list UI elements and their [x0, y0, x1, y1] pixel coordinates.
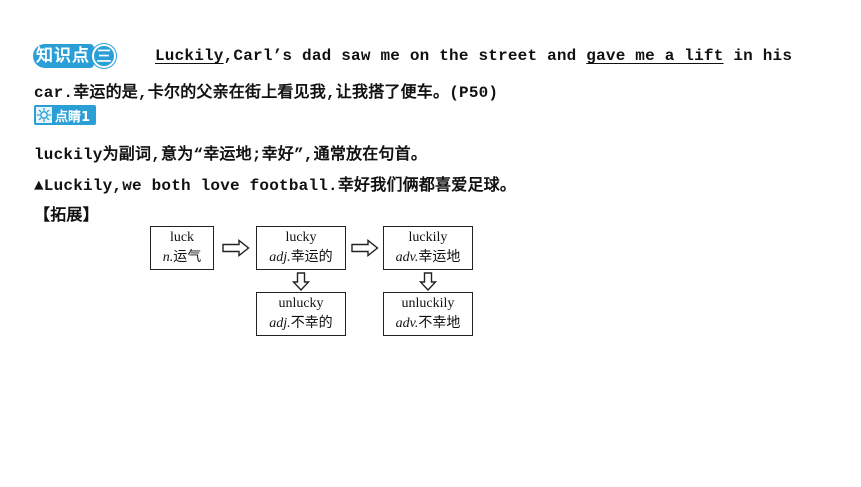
knowledge-point-label: 知识点: [33, 44, 94, 68]
knowledge-point-number: 三: [92, 44, 116, 68]
sentence-part-end: in his: [723, 47, 793, 65]
word-lucky: lucky: [285, 230, 317, 245]
word-box-luckily: luckily adv.幸运地: [383, 226, 473, 270]
pos-noun: n.: [162, 250, 174, 265]
word-box-lucky: lucky adj.幸运的: [256, 226, 346, 270]
meaning-unlucky: 不幸的: [290, 316, 333, 331]
word-box-unluckily: unluckily adv.不幸地: [383, 292, 473, 336]
word-box-luck: luck n.运气: [150, 226, 214, 270]
meaning-lucky: 幸运的: [290, 250, 333, 265]
right-arrow-icon: [351, 239, 379, 257]
dianjing-badge: 点睛1: [34, 105, 97, 125]
word-box-unlucky: unlucky adj.不幸的: [256, 292, 346, 336]
key-word-luckily: Luckily: [155, 47, 224, 65]
right-arrow-icon: [222, 239, 250, 257]
pos-adj-neg: adj.: [269, 316, 291, 331]
pos-adj: adj.: [269, 250, 291, 265]
down-arrow-icon: [292, 272, 310, 291]
meaning-unluckily: 不幸地: [418, 316, 461, 331]
meaning-luckily: 幸运地: [418, 250, 461, 265]
pos-adv-neg: adv.: [395, 316, 419, 331]
key-sentence-line1: Luckily,Carl’s dad saw me on the street …: [155, 47, 792, 65]
sun-icon: [36, 107, 52, 123]
knowledge-point-badge: 知识点 三: [33, 43, 116, 69]
key-phrase-gave-lift: gave me a lift: [586, 47, 724, 65]
sentence-part: ,Carl’s dad saw me on the street and: [223, 47, 587, 65]
expansion-heading: 【拓展】: [34, 205, 99, 224]
pos-adv: adv.: [395, 250, 419, 265]
word-unluckily: unluckily: [401, 296, 455, 311]
meaning-luck: 运气: [173, 250, 202, 265]
explanation-text: luckily为副词,意为“幸运地;幸好”,通常放在句首。: [34, 146, 428, 164]
word-luckily: luckily: [408, 230, 448, 245]
key-sentence-line2: car.幸运的是,卡尔的父亲在街上看见我,让我搭了便车。(P50): [34, 84, 499, 102]
down-arrow-icon: [419, 272, 437, 291]
example-sentence: ▲Luckily,we both love football.幸好我们俩都喜爱足…: [34, 177, 517, 195]
word-unlucky: unlucky: [278, 296, 324, 311]
dianjing-label: 点睛1: [55, 109, 91, 125]
word-luck: luck: [169, 230, 195, 245]
